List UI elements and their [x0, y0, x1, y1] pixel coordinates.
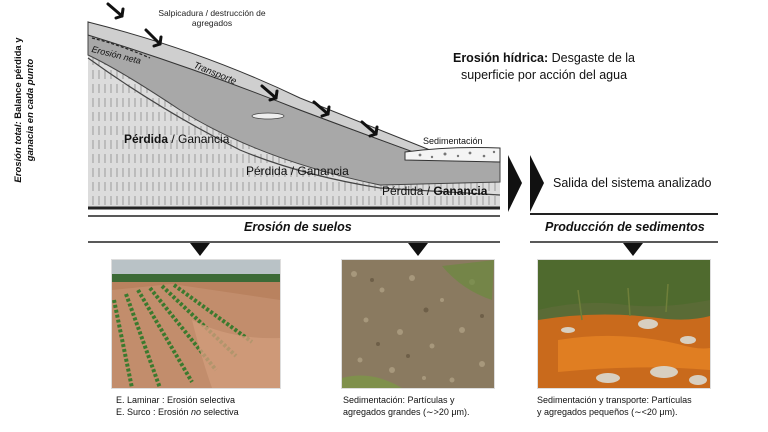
- sedimentation-label: Sedimentación: [423, 136, 483, 146]
- outflow-arrow-1: [508, 155, 522, 212]
- water-erosion-title: Erosión hídrica: Desgaste de la superfic…: [452, 51, 635, 82]
- down-arrow-3: [623, 243, 643, 256]
- photo-stream-sediment: [537, 259, 711, 389]
- down-arrow-1: [190, 243, 210, 256]
- layer-label-middle: Pérdida / Ganancia: [246, 164, 349, 178]
- sediment-production-title: Producción de sedimentos: [545, 220, 705, 234]
- caption-photo-2: Sedimentación: Partículas y agregados gr…: [343, 395, 470, 417]
- splash-label: Salpicadura / destrucción de agregados: [158, 8, 266, 28]
- soil-erosion-title: Erosión de suelos: [244, 220, 352, 234]
- rain-arrow-icons: [106, 2, 379, 138]
- layer-label-right: Pérdida / Ganancia: [382, 184, 488, 198]
- photo-coarse-sediment: [341, 259, 495, 389]
- layer-label-left: Pérdida / Ganancia: [124, 132, 230, 146]
- down-arrow-2: [408, 243, 428, 256]
- total-erosion-label: Erosión total: Balance pérdida y ganacia…: [13, 37, 36, 183]
- caption-photo-1: E. Laminar : Erosión selectiva E. Surco …: [116, 395, 239, 417]
- caption-photo-3: Sedimentación y transporte: Partículas y…: [537, 395, 692, 417]
- sediment-deposit: [404, 147, 501, 163]
- system-exit-label: Salida del sistema analizado: [553, 176, 712, 190]
- photo-field-erosion: [111, 259, 281, 389]
- outflow-arrow-2: [530, 155, 544, 212]
